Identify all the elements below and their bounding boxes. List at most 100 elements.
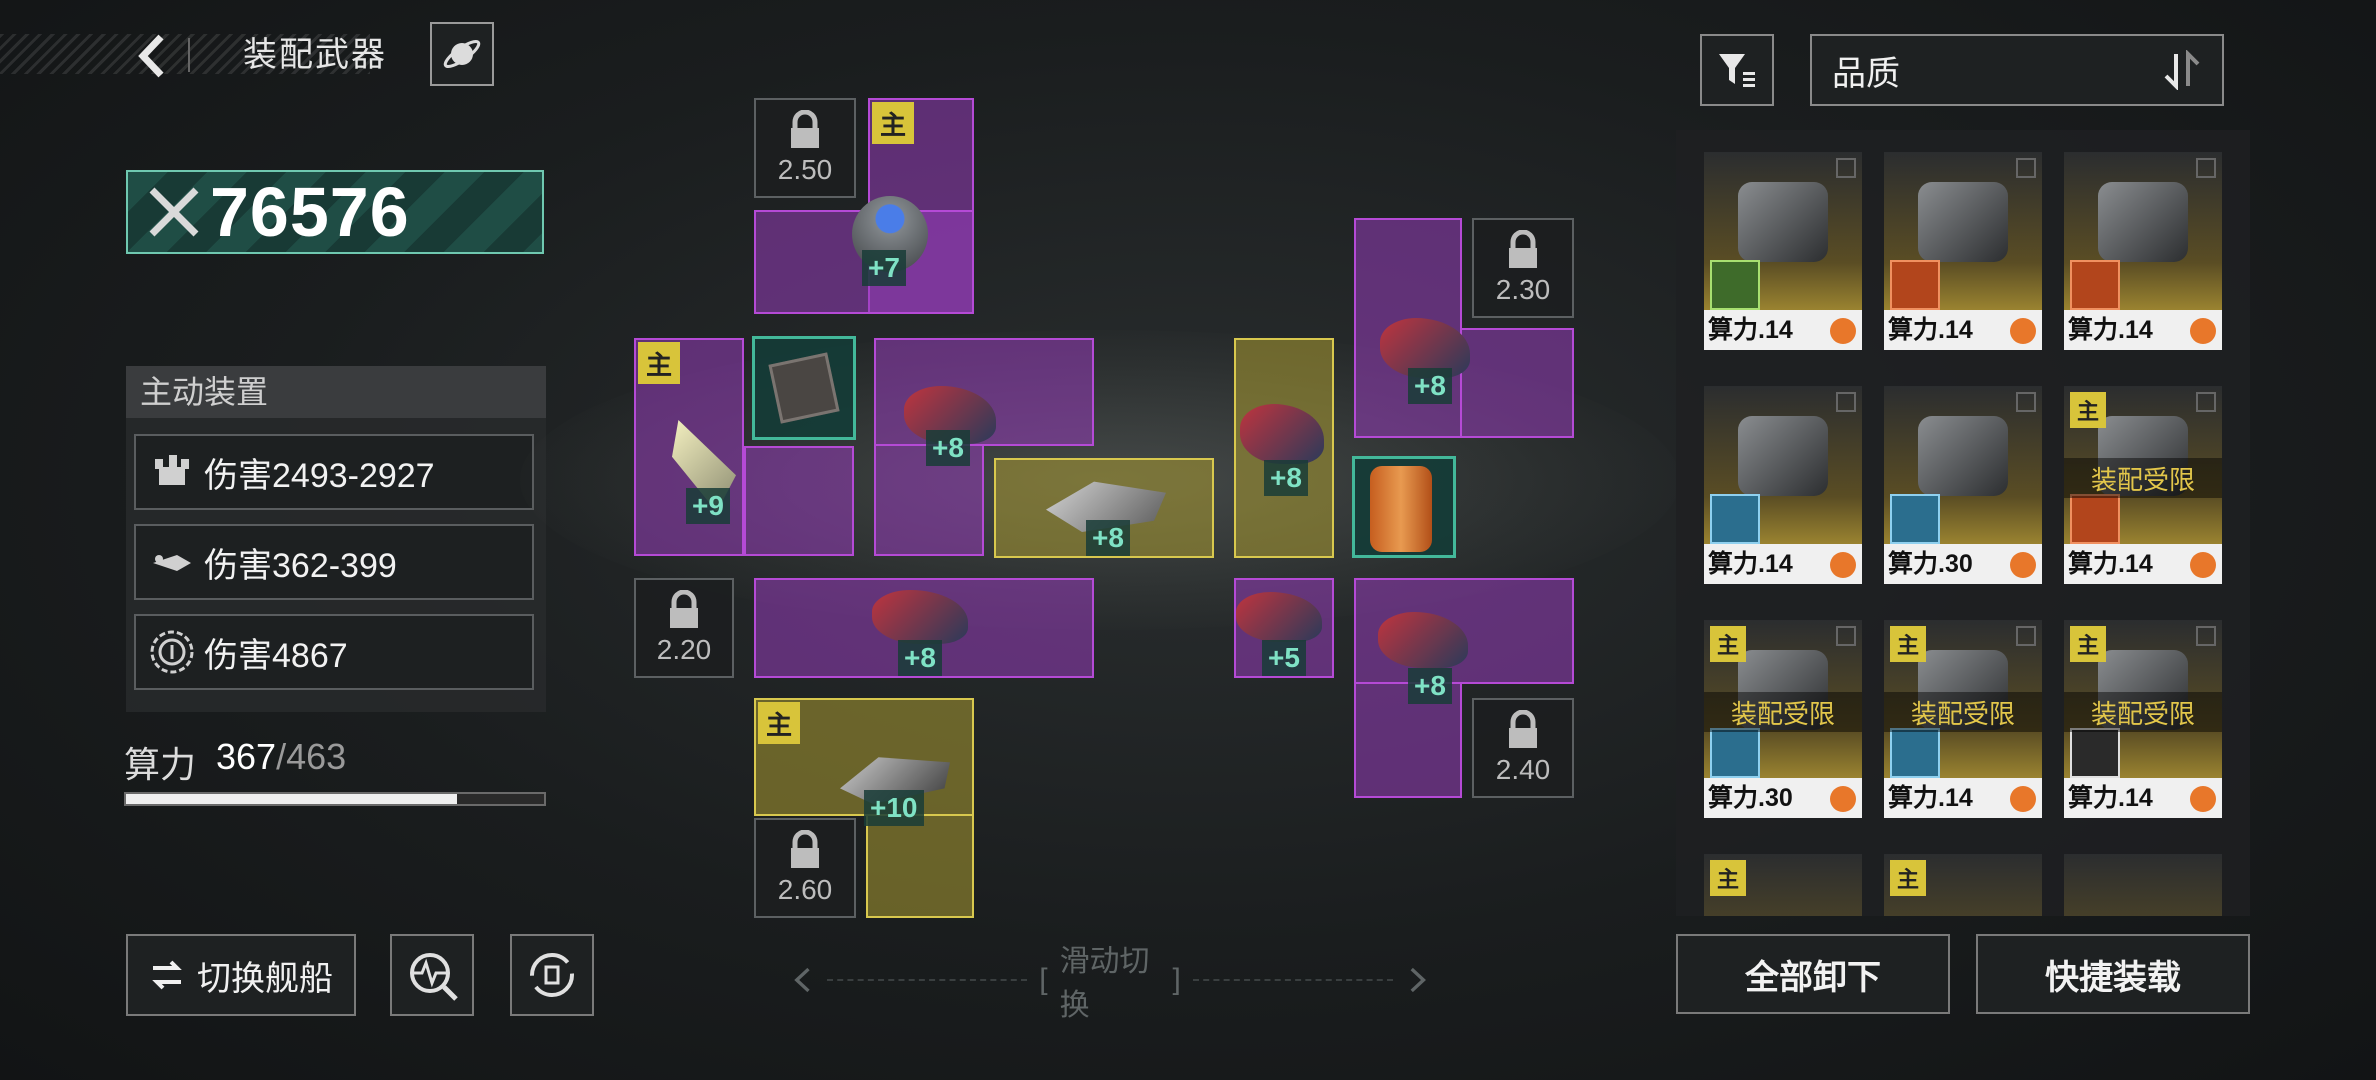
planet-button[interactable]	[430, 22, 494, 86]
select-checkbox[interactable]	[2016, 626, 2036, 646]
swap-arrows-icon	[152, 960, 182, 990]
main-badge: 主	[2070, 392, 2106, 428]
damage-type-icon	[1890, 728, 1940, 778]
select-checkbox[interactable]	[2196, 158, 2216, 178]
locked-slot[interactable]: 2.30	[1472, 218, 1574, 318]
fuel-canister-module	[1370, 466, 1432, 552]
main-badge: 主	[1710, 860, 1746, 896]
gear-icon	[1830, 786, 1856, 812]
swipe-switch-indicator[interactable]: [ 滑动切换 ]	[790, 945, 1430, 1022]
damage-type-icon	[2070, 260, 2120, 310]
crossed-swords-icon	[149, 187, 199, 237]
weapon-module-image	[2098, 182, 2188, 262]
turret-icon	[144, 444, 200, 500]
card-art	[2064, 854, 2222, 916]
filter-button[interactable]	[1700, 34, 1774, 106]
unequip-all-button[interactable]: 全部卸下	[1676, 934, 1950, 1014]
swipe-dashes	[1192, 979, 1393, 981]
inventory-card[interactable]	[2064, 854, 2222, 916]
equip-slot-piece[interactable]	[866, 814, 974, 918]
select-checkbox[interactable]	[2196, 626, 2216, 646]
active-effect-item[interactable]: 伤害4867	[134, 614, 534, 690]
weapon-module-image	[1738, 650, 1828, 730]
gear-icon	[2190, 318, 2216, 344]
cycle-button[interactable]	[510, 934, 594, 1016]
planet-icon	[443, 40, 481, 68]
weapon-module-image	[1918, 416, 2008, 496]
module-level: +8	[1408, 368, 1452, 404]
damage-type-icon	[1710, 494, 1760, 544]
combat-power-display: 76576	[126, 170, 544, 254]
inventory-card[interactable]: 主	[1884, 854, 2042, 916]
locked-slot[interactable]: 2.20	[634, 578, 734, 678]
active-effect-text: 伤害2493-2927	[204, 456, 435, 495]
chevron-left-icon	[138, 34, 164, 78]
module-level: +8	[1086, 520, 1130, 556]
compute-label: 算力	[124, 744, 197, 785]
module-level: +5	[1262, 640, 1306, 676]
inventory-card[interactable]: 算力.30	[1884, 386, 2042, 584]
weapon-module-image	[1738, 416, 1828, 496]
locked-slot[interactable]: 2.50	[754, 98, 856, 198]
inventory-card[interactable]: 算力.14	[1704, 386, 1862, 584]
equip-slot-piece[interactable]	[1460, 328, 1574, 438]
active-equipment-title: 主动装置	[126, 366, 546, 418]
chevron-left-icon	[794, 967, 810, 993]
active-effect-text: 伤害362-399	[204, 546, 397, 585]
switch-ship-button[interactable]: 切换舰船	[126, 934, 356, 1016]
active-effect-item[interactable]: 伤害362-399	[134, 524, 534, 600]
module-level: +8	[926, 430, 970, 466]
switch-ship-label: 切换舰船	[197, 959, 333, 998]
active-effect-item[interactable]: 伤害2493-2927	[134, 434, 534, 510]
back-button[interactable]	[128, 26, 178, 86]
select-checkbox[interactable]	[1836, 158, 1856, 178]
scan-button[interactable]	[390, 934, 474, 1016]
compute-used: 367	[216, 736, 277, 777]
page-title: 装配武器	[243, 36, 387, 74]
gear-icon	[2190, 552, 2216, 578]
lock-level: 2.40	[1495, 754, 1551, 785]
inventory-card[interactable]: 主装配受限算力.30	[1704, 620, 1862, 818]
damage-type-icon	[1890, 494, 1940, 544]
inventory-card[interactable]: 算力.14	[1704, 152, 1862, 350]
select-checkbox[interactable]	[1836, 392, 1856, 412]
select-checkbox[interactable]	[2196, 392, 2216, 412]
compute-progress-fill	[126, 794, 458, 804]
lock-level: 2.50	[777, 154, 833, 185]
damage-type-icon	[1710, 260, 1760, 310]
main-badge: 主	[1890, 626, 1926, 662]
swipe-label: 滑动切换	[1059, 945, 1150, 1022]
locked-slot[interactable]: 2.40	[1472, 698, 1574, 798]
compute-max: /463	[276, 736, 347, 777]
gear-icon	[1830, 552, 1856, 578]
select-checkbox[interactable]	[2016, 158, 2036, 178]
combat-power-value: 76576	[210, 173, 410, 251]
sort-label: 品质	[1832, 54, 1900, 93]
inventory-card[interactable]: 算力.14	[2064, 152, 2222, 350]
select-checkbox[interactable]	[2016, 392, 2036, 412]
main-badge: 主	[758, 702, 800, 744]
module-level: +8	[898, 640, 942, 676]
title-separator	[188, 38, 190, 72]
weapon-module-image	[1918, 650, 2008, 730]
select-checkbox[interactable]	[1836, 626, 1856, 646]
module-level: +10	[864, 790, 924, 826]
equip-slot-piece[interactable]	[744, 446, 854, 556]
gear-icon	[2190, 786, 2216, 812]
inventory-card[interactable]: 主装配受限算力.14	[2064, 386, 2222, 584]
lock-icon	[1509, 710, 1537, 748]
inventory-card[interactable]: 主装配受限算力.14	[1884, 620, 2042, 818]
damage-type-icon	[1710, 728, 1760, 778]
sort-quality-dropdown[interactable]: 品质	[1810, 34, 2224, 106]
winged-drone-module	[1236, 592, 1322, 642]
locked-slot[interactable]: 2.60	[754, 818, 856, 918]
inventory-card[interactable]: 主装配受限算力.14	[2064, 620, 2222, 818]
inventory-card[interactable]: 算力.14	[1884, 152, 2042, 350]
lock-level: 2.20	[656, 634, 712, 665]
inventory-card[interactable]: 主	[1704, 854, 1862, 916]
weapon-module-image	[1738, 182, 1828, 262]
main-badge: 主	[638, 342, 680, 384]
assembly-restricted-warning: 装配受限	[1884, 692, 2042, 732]
quick-equip-button[interactable]: 快捷装载	[1976, 934, 2250, 1014]
